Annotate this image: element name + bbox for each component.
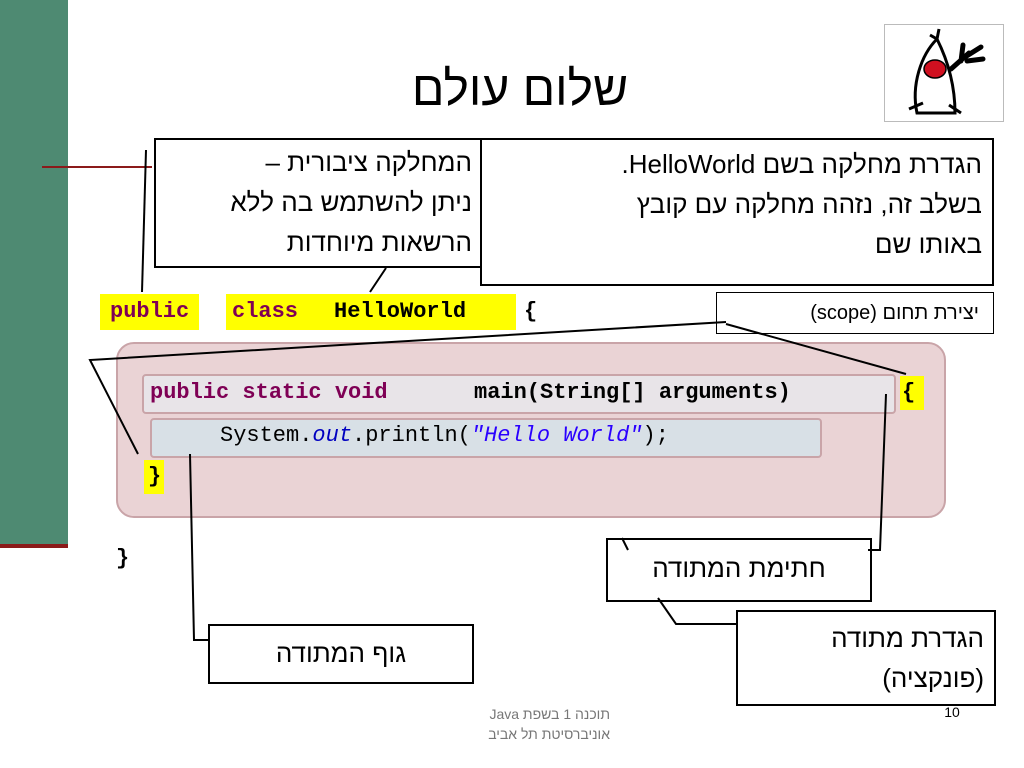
callout-method-definition: הגדרת מתודה (פונקציה): [736, 610, 996, 706]
code-signature-main: main(String[] arguments): [474, 380, 791, 405]
callout-line: ניתן להשתמש בה ללא: [230, 187, 472, 217]
connector-scope-panel: [621, 537, 629, 551]
callout-line: המחלקה ציבורית –: [265, 147, 473, 177]
footer-course-name: תוכנה 1 בשפת Java: [489, 706, 610, 722]
code-system: System.: [220, 423, 313, 448]
class-name-highlight: [226, 294, 516, 330]
callout-line: הגדרת מתודה: [831, 623, 984, 653]
callout-method-signature: חתימת המתודה: [606, 538, 872, 602]
connector-public: [141, 149, 147, 293]
connector-scope-close: [88, 321, 727, 455]
callout-line: (פונקציה): [882, 663, 984, 693]
title-accent-line: [42, 166, 152, 168]
code-println: .println(: [352, 423, 471, 448]
code-class-name: HelloWorld: [334, 299, 467, 324]
code-out-field: out: [312, 423, 353, 448]
code-class-open-brace: {: [524, 299, 538, 324]
callout-line: באותו שם: [874, 229, 982, 259]
callout-scope: יצירת תחום (scope): [716, 292, 994, 334]
slide-title: שלום עולם: [411, 63, 629, 116]
connector-class: [369, 267, 387, 293]
connector-scope-open: [725, 323, 907, 375]
code-class-close-brace: }: [116, 546, 130, 571]
code-method-open-brace: {: [902, 380, 916, 405]
sidebar-underline: [0, 544, 68, 548]
duke-mascot-icon: [884, 24, 1004, 122]
callout-line: הרשאות מיוחדות: [286, 227, 472, 257]
code-statement-end: );: [642, 423, 669, 448]
method-signature-box: [142, 374, 896, 414]
method-brace-highlight: [900, 376, 924, 410]
callout-line: הגדרת מחלקה בשם HelloWorld.: [621, 149, 982, 179]
connector-body: [189, 453, 208, 641]
callout-line: בשלב זה, נזהה מחלקה עם קובץ: [636, 189, 982, 219]
callout-public-class: המחלקה ציבורית – ניתן להשתמש בה ללא הרשא…: [154, 138, 482, 268]
callout-method-body: גוף המתודה: [208, 624, 474, 684]
code-signature-modifiers: public static void: [150, 380, 388, 405]
code-method-close-brace: }: [148, 464, 162, 489]
method-close-brace-highlight: [144, 460, 164, 494]
callout-class-definition: הגדרת מחלקה בשם HelloWorld. בשלב זה, נזה…: [480, 138, 994, 286]
connector-signature: [868, 393, 887, 551]
code-println-statement: System.out.println("Hello World");: [220, 418, 669, 454]
method-body-box: [150, 418, 822, 458]
code-keyword-public: public: [100, 294, 200, 330]
sidebar-band: [0, 0, 68, 548]
connector-method-def: [657, 597, 736, 625]
code-string-literal: "Hello World": [470, 423, 643, 448]
footer-course: תוכנה 1 בשפת Java אוניברסיטת תל אביב: [420, 704, 610, 744]
code-keyword-class: class: [232, 299, 299, 324]
footer-university: אוניברסיטת תל אביב: [488, 726, 610, 742]
page-number: 10: [944, 704, 960, 720]
